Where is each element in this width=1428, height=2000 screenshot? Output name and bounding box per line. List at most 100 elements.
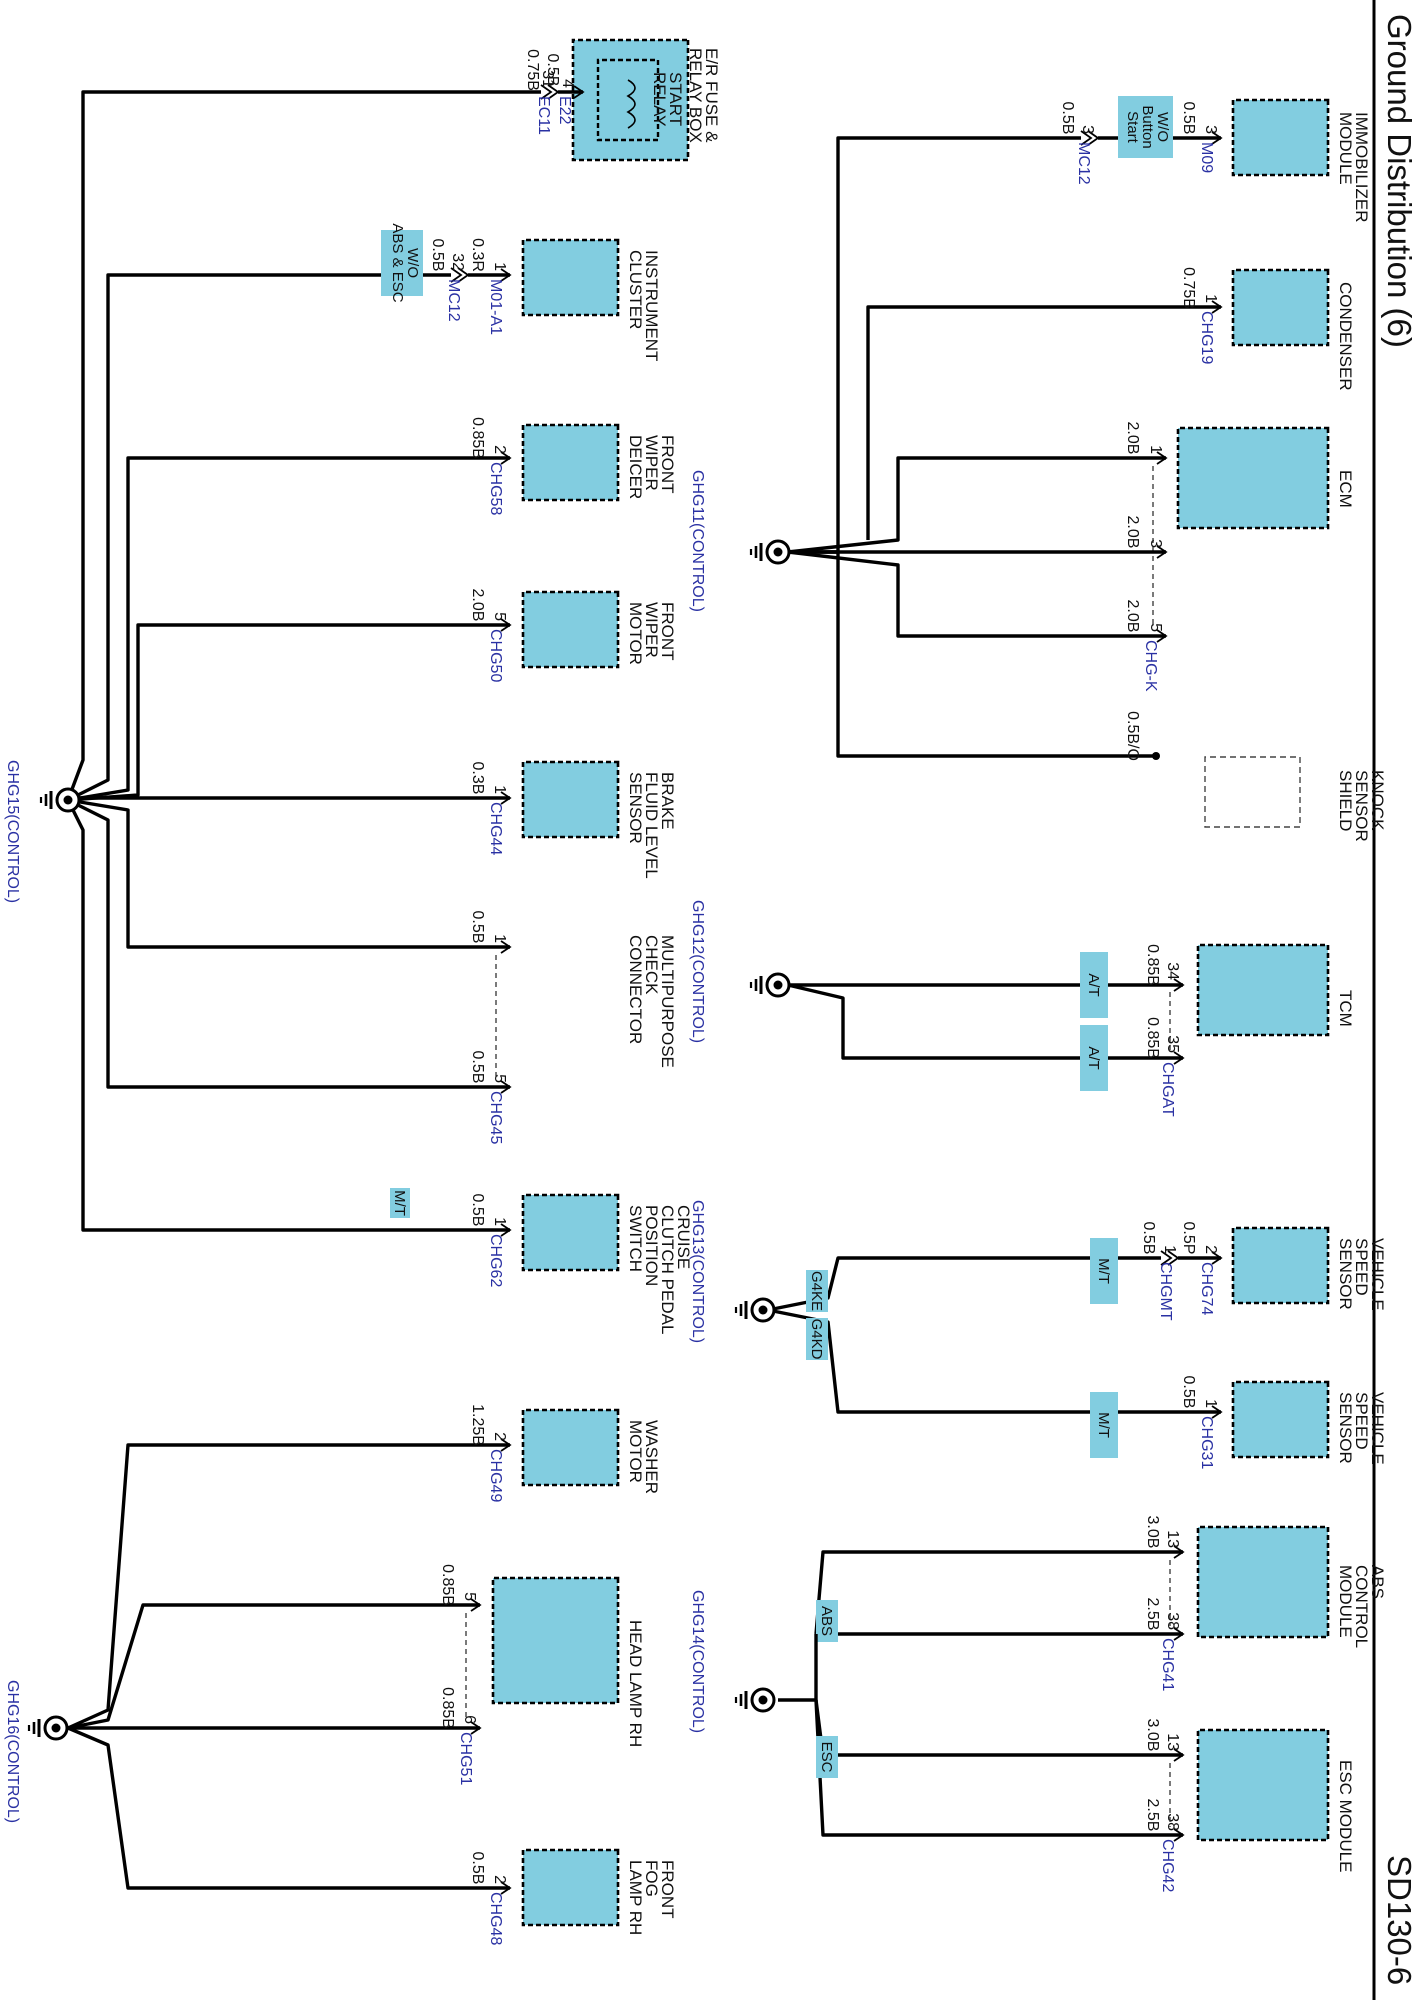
option-wo-abs-esc-bg [381,230,423,296]
pin-number: 3 [1202,125,1219,134]
connector-label: CHG62 [487,1234,504,1287]
ghg16-label: GHG16(CONTROL) [4,1680,21,1823]
pin-number: 5 [461,1592,478,1601]
brake_fluid-name: SENSOR [626,772,645,844]
wire-label: 0.5B [1180,102,1197,135]
foglamp-name: LAMP RH [626,1860,645,1935]
wire-label: 2.0B [1124,600,1141,633]
wire-segment [767,1308,1221,1414]
pin-number: 5 [1147,623,1164,632]
ghg13-label: GHG13(CONTROL) [689,1200,706,1343]
option-g4kd-text: G4KD [808,1319,825,1360]
multipurpose-name: CHECK [642,935,661,995]
pin-number: 2 [491,1875,508,1884]
pin-number: 2 [491,1432,508,1441]
option-abs-bg [816,1600,838,1642]
wire-segment [778,1634,818,1702]
wire-label: 0.5B [1180,1376,1197,1409]
condenser-name: CONDENSER [1336,282,1355,391]
pin-number: 34 [1164,962,1181,980]
option-wo-button-start-text: W/O [1154,112,1171,142]
wire-label: 0.85B [439,1687,456,1729]
option-mt-1-text: M/T [1095,1258,1112,1284]
option-esc-bg [816,1736,838,1778]
wire-segment [67,1443,510,1730]
er-fuse-box [571,38,690,162]
start-relay-box [596,58,660,142]
option-wo-abs-esc-text: ABS & ESC [389,223,406,302]
wire-label: 0.75B [524,49,541,91]
connector-label: CHG41 [1159,1638,1176,1691]
wire-segment [787,456,1166,554]
pin-number: 1 [491,1217,508,1226]
headlamp-box [491,1576,620,1705]
headlamp-name: HEAD LAMP RH [626,1620,645,1747]
option-g4ke-bg [806,1270,828,1312]
option-wo-button-start-text: Button [1139,105,1156,148]
connector-label: M09 [1198,142,1215,173]
connector-label: E22 [556,96,573,125]
ecm-box [1176,426,1330,530]
wire-label: 0.85B [439,1564,456,1606]
knock-sensor-shield-box [1204,756,1301,828]
option-g4kd-bg [806,1318,828,1360]
cruise-name: SWITCH [626,1205,645,1272]
wire-label: 3.0B [1144,1719,1161,1752]
wire-segment [66,799,510,1232]
vss1-name: VEHICLE [1368,1238,1387,1311]
immobilizer-name: MODULE [1336,112,1355,185]
ecm-name: ECM [1336,470,1355,508]
ghg15-label: GHG15(CONTROL) [4,760,21,903]
wire-label: 2.5B [1144,1598,1161,1631]
ground-symbol-dot [51,1723,61,1733]
tcm-box [1196,943,1330,1037]
inline-connector-chevron [457,267,470,283]
pin-number: 1 [491,262,508,271]
wire-label: 0.5B [429,239,446,272]
wire-segment [836,136,1081,552]
wiper-motor-box [521,590,620,669]
wiper_motor-name: WIPER [642,602,661,658]
vss2-box [1231,1380,1330,1459]
wire-label: 0.85B [1144,1017,1161,1059]
wire-segment [67,273,451,802]
washer-name: MOTOR [626,1420,645,1483]
ground-symbol-dot [758,1305,768,1315]
relay-coil-icon [626,79,636,129]
page-code: SD130-6 [1381,1855,1418,1985]
pin-number: 1 [1161,1245,1178,1254]
foglamp-name: FRONT [658,1860,677,1919]
pin-number: 13 [1164,1530,1181,1548]
connector-label: CHGAT [1159,1062,1176,1117]
vss1-name: SPEED [1352,1238,1371,1296]
cluster-box [521,238,620,317]
option-mt-3-text: M/T [391,1190,408,1216]
ghg12-label: GHG12(CONTROL) [689,900,706,1043]
condenser-box [1231,268,1330,347]
pin-number: 1 [491,785,508,794]
pin-number: 5 [491,1074,508,1083]
vss2-name: VEHICLE [1368,1392,1387,1465]
connector-label: CHG74 [1198,1262,1215,1315]
pin-number: 6 [461,1715,478,1724]
option-mt-2-text: M/T [1095,1412,1112,1438]
connector-label: CHG44 [487,802,504,855]
cruise-name: CLUTCH PEDAL [658,1205,677,1334]
wire-label: 1.25B [469,1404,486,1446]
knock-name: SENSOR [1352,770,1371,842]
option-at-1-bg [1080,952,1108,1018]
connector-label: CHGMT [1157,1262,1174,1321]
abs-name: MODULE [1336,1565,1355,1638]
pin-number: 5 [491,612,508,621]
immobilizer-name: IMMOBILIZER [1352,112,1371,223]
wire-segment [767,1256,1161,1312]
wire-label: 0.5B [469,911,486,944]
er-fuse-name: E/R FUSE & [702,48,721,143]
connector-label: EC11 [535,96,552,135]
pin-number: 2 [491,445,508,454]
pin-number: 13 [1164,1733,1181,1751]
connector-label: CHG42 [1159,1839,1176,1892]
cruise-name: CRUISE [674,1205,693,1269]
vss1-name: SENSOR [1336,1238,1355,1310]
